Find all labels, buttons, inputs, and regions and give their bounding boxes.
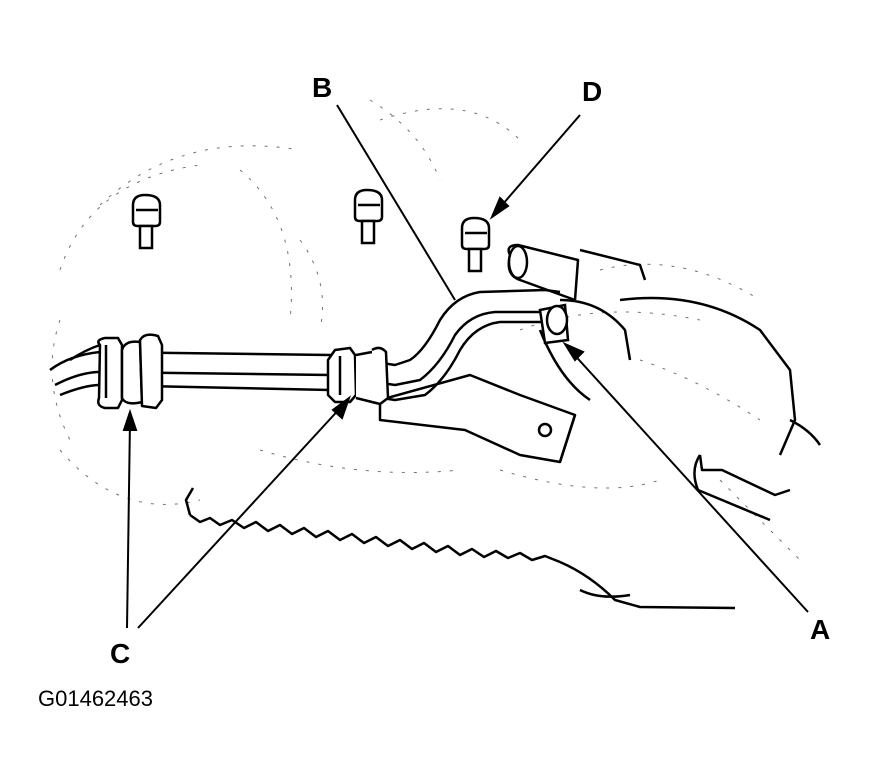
clamp-middle: [326, 346, 390, 406]
hose-pair: [49, 288, 561, 402]
figure-id: G01462463: [38, 686, 153, 711]
leader-lines: [122, 104, 809, 629]
clamp-left: [97, 333, 164, 410]
callout-label-a: A: [810, 614, 831, 645]
bolt-middle: [353, 188, 384, 245]
background-sketch: [51, 99, 801, 561]
bolt-left: [131, 193, 162, 250]
hose-end-fitting: [538, 303, 570, 345]
upper-fitting: [507, 243, 580, 302]
callout-label-d: D: [582, 76, 603, 107]
callout-label-b: B: [312, 72, 333, 103]
callout-label-c: C: [110, 638, 131, 669]
bolt-right: [460, 216, 491, 273]
mounting-bracket: [378, 373, 577, 464]
